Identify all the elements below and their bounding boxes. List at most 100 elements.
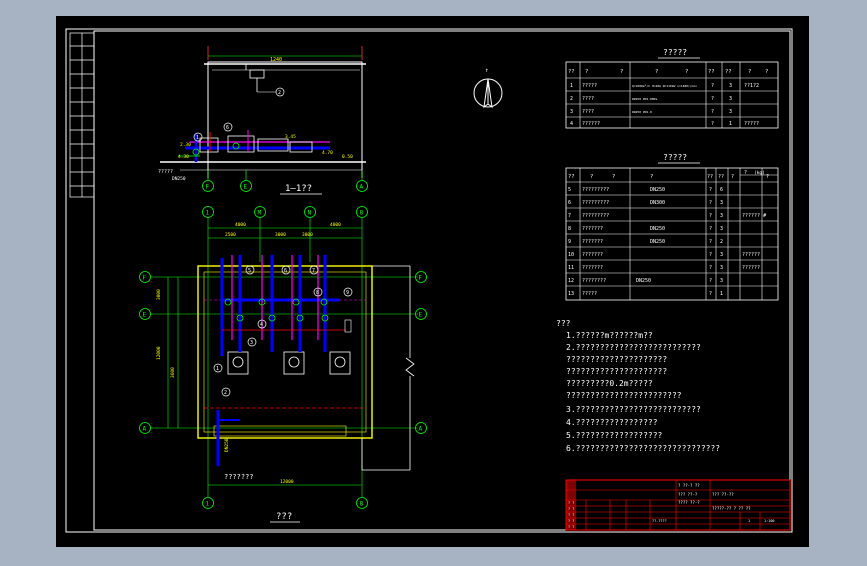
material-cell: 7 (568, 213, 571, 219)
level-label: 4.70 (322, 150, 333, 156)
notes-heading: ??? (556, 319, 571, 328)
plan-axis-label: E (143, 312, 147, 319)
level-label: 4.30 (178, 154, 189, 160)
material-cell: 12 (568, 278, 574, 284)
note-line: ????????????????????? (566, 355, 667, 364)
outer-border (65, 28, 793, 533)
material-cell: 3 (720, 213, 723, 219)
equip-header: ?? (725, 69, 732, 75)
material-cell: ? (709, 200, 712, 206)
plan-dim: 12000 (156, 346, 162, 360)
title-block-row: ? ? (568, 501, 574, 505)
section-dim-top: 1240 (270, 57, 282, 63)
design-notes: ??? 1.??????m??????m?? 2.???????????????… (556, 319, 720, 453)
material-cell: ? (709, 213, 712, 219)
material-cell: ? (709, 226, 712, 232)
material-table: ????? ?? ? ? ? ?? ?? ? ? (kg) ? 5 ??????… (565, 153, 779, 301)
material-cell: ?????? (742, 252, 760, 258)
equip-cell: ??1?2 (744, 83, 759, 89)
material-cell: ???????? (582, 278, 606, 284)
plan-axis-label: 8 (360, 501, 364, 508)
material-cell: DN300 (650, 200, 665, 206)
material-cell: DN250 (650, 239, 665, 245)
equip-cell: Q=1000m³/h H=28m N=110kW n=1480r/min (632, 84, 697, 88)
note-line: 6.?????????????????????????????? (566, 444, 720, 453)
equip-cell: 1 (570, 83, 573, 89)
material-cell: 2 (720, 239, 723, 245)
section-pipework (178, 130, 330, 162)
plan-axis-label: A (143, 426, 147, 433)
callout-circle (193, 132, 203, 142)
plan-callout: 5 (248, 268, 251, 274)
material-header: ?? (568, 174, 575, 180)
plan-bottom-note: ??????? (224, 473, 254, 481)
material-cell: 3 (720, 278, 723, 284)
title-block-sheet-no: 1 (748, 519, 750, 523)
inner-border (93, 30, 791, 531)
material-header: ? (612, 174, 615, 180)
plan-dim: 2500 (225, 232, 236, 238)
material-cell: ? (709, 239, 712, 245)
plan-axis-label: F (419, 275, 423, 282)
plan-dim: 4000 (330, 222, 341, 228)
plan-axis-label: F (143, 275, 147, 282)
section-axis-label: F (206, 184, 210, 191)
material-cell: ??????? (582, 252, 603, 258)
section-view: 1240 2 6 1 2.30 4.30 3 (158, 46, 368, 195)
title-block-row: ? ??-? ?? (678, 483, 700, 488)
material-cell: 9 (568, 239, 571, 245)
title-block-row: ? ? (568, 525, 574, 529)
equip-header: ? (655, 69, 658, 75)
material-header: ? (766, 174, 769, 180)
section-axis-label: E (244, 184, 248, 191)
section-axis-bubbles: F E A (202, 170, 368, 192)
material-cell: ????????? (582, 187, 609, 193)
material-cell: 6 (720, 187, 723, 193)
material-header: ?? (707, 174, 713, 180)
equip-cell: 3 (729, 96, 732, 102)
plan-axis-label: 8 (360, 210, 364, 217)
material-cell: 5 (568, 187, 571, 193)
material-cell: DN250 (636, 278, 651, 284)
equip-cell: ????? (744, 121, 759, 127)
material-cell: ? (709, 291, 712, 297)
plan-callout: 9 (346, 290, 349, 296)
plan-callouts: 1 2 3 4 5 6 7 8 9 (213, 265, 353, 397)
equip-cell: 4 (570, 121, 573, 127)
plan-callout: 4 (260, 322, 263, 328)
plan-axis-label: A (419, 426, 423, 433)
plan-axis-label: E (419, 312, 423, 319)
material-cell: ?????? # (742, 213, 766, 219)
title-block-row: ???? ??-? (678, 500, 700, 505)
equip-cell: ?????? (582, 121, 600, 127)
title-block-row: ? ? (568, 513, 574, 517)
plan-dim: 3600 (170, 367, 176, 378)
material-cell: ? (709, 187, 712, 193)
equip-header: ? (685, 69, 688, 75)
material-cell: ????????? (582, 213, 609, 219)
title-block-row: ? ? (568, 519, 574, 523)
plan-title: ??? (276, 512, 292, 522)
equip-header: ? (748, 69, 751, 75)
plan-axis-left: F E A (139, 271, 151, 434)
plan-callout: 8 (316, 290, 319, 296)
callout-circle (223, 122, 233, 132)
equip-cell: ? (711, 83, 714, 89)
title-block-row: ??? ??-? (678, 492, 698, 497)
title-block: ? ??-? ?? ??? ??-? ???? ??-? ??? ??-?? ?… (565, 479, 791, 531)
material-cell: ??????? (582, 239, 603, 245)
plan-pipework (216, 255, 352, 466)
plan-dim: 3000 (275, 232, 286, 238)
equip-cell: 3 (570, 109, 573, 115)
plan-axis-label: M (258, 210, 262, 217)
plan-dim: 3000 (156, 289, 162, 300)
note-line: 2.?????????????????????????? (566, 343, 701, 352)
equip-cell: DN250 PN1.0 (632, 110, 652, 114)
equip-cell: 3 (729, 109, 732, 115)
equipment-table: ????? ?? ? ? ? ? ?? ?? ? ? 1 ????? Q=100… (565, 48, 779, 129)
material-table-title: ????? (663, 153, 687, 162)
equip-header: ?? (568, 69, 575, 75)
title-block-scale: 1:100 (764, 519, 775, 523)
level-label: 3.45 (285, 134, 296, 140)
